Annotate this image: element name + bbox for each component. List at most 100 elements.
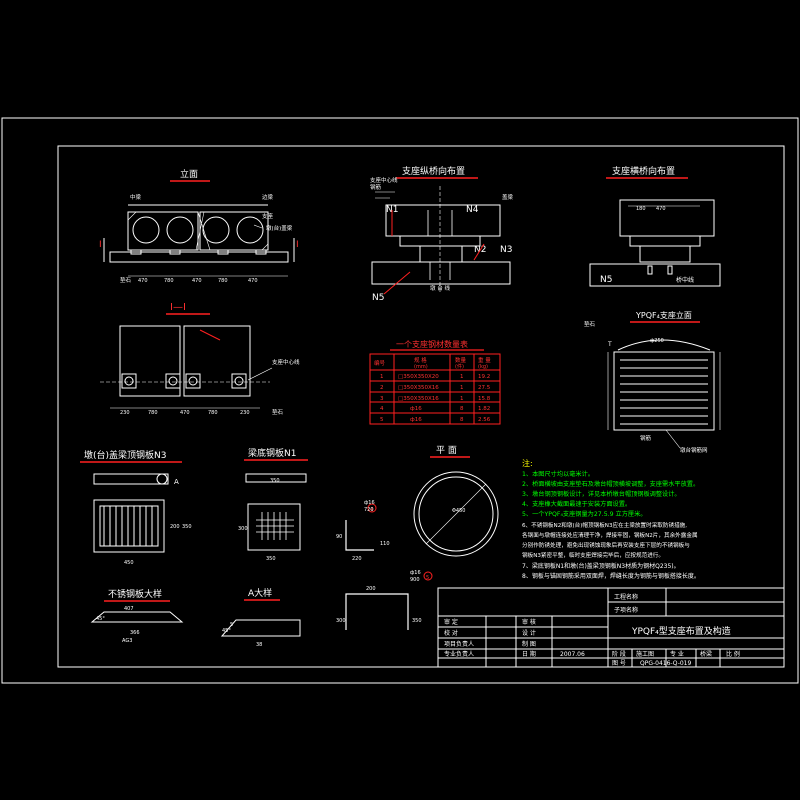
steel-table: 一个支座钢材数量表 编号 规 格 (mm) 数量 (件) 重 量 (kg) 1 … xyxy=(369,339,501,425)
svg-text:分别作防锈处理，避免出现锈蚀现象后再安装支座下层的不锈钢板与: 分别作防锈处理，避免出现锈蚀现象后再安装支座下层的不锈钢板与 xyxy=(522,541,690,549)
svg-text:制 图: 制 图 xyxy=(522,640,536,648)
svg-text:4: 4 xyxy=(380,406,384,412)
svg-text:支座中心线: 支座中心线 xyxy=(370,176,398,184)
pad-label: 垫石 xyxy=(120,276,132,284)
plate-n1-title: 梁底钢板N1 xyxy=(248,447,296,459)
table-title: 一个支座钢材数量表 xyxy=(396,339,468,349)
svg-text:1、本图尺寸均以毫米计。: 1、本图尺寸均以毫米计。 xyxy=(522,470,594,478)
marker-n4: N4 xyxy=(466,205,479,215)
svg-text:407: 407 xyxy=(124,606,134,612)
longitudinal-title: 支座纵桥向布置 xyxy=(402,165,465,177)
svg-text:支座中心线: 支座中心线 xyxy=(272,358,300,366)
svg-text:3、墩台钢顶钢板设计，详见本桥墩台帽顶钢板调整设计。: 3、墩台钢顶钢板设计，详见本桥墩台帽顶钢板调整设计。 xyxy=(522,490,681,498)
svg-text:720: 720 xyxy=(364,507,374,513)
svg-text:□350X350X16: □350X350X16 xyxy=(398,396,439,402)
drawing-title: YPQF₄型支座布置及构造 xyxy=(631,625,731,637)
svg-text:各钢面与墩帽连接处应清理干净，焊接牢固，钢板N2片，其余外露: 各钢面与墩帽连接处应清理干净，焊接牢固，钢板N2片，其余外露金属 xyxy=(522,531,698,539)
svg-text:阶 段: 阶 段 xyxy=(612,650,626,658)
svg-text:350: 350 xyxy=(182,524,192,530)
svg-text:5: 5 xyxy=(426,575,429,581)
svg-text:(件): (件) xyxy=(455,363,464,370)
svg-text:审 核: 审 核 xyxy=(522,618,536,626)
edge-beam-label: 边梁 xyxy=(262,193,274,201)
bearing-label: 支座 xyxy=(262,212,274,220)
svg-text:200: 200 xyxy=(366,586,376,592)
svg-text:□350X350X16: □350X350X16 xyxy=(398,385,439,391)
rebar-details: 4 ф16 720 90 220 110 5 ф16 900 200 300 3… xyxy=(336,500,433,630)
svg-text:1: 1 xyxy=(460,374,464,380)
svg-text:38: 38 xyxy=(256,642,262,648)
elevation-view: 立面 I I 中梁 边梁 支座 墩(台)盖梁 垫石 470 780 470 xyxy=(99,168,299,284)
svg-text:比 例: 比 例 xyxy=(726,650,740,658)
svg-text:3: 3 xyxy=(380,396,384,402)
outer-frame xyxy=(1,117,799,684)
svg-text:钢板N3紧密平整，临时支座焊接完毕后，应按规范进行。: 钢板N3紧密平整，临时支座焊接完毕后，应按规范进行。 xyxy=(522,551,664,559)
svg-text:45°: 45° xyxy=(96,616,105,622)
pier-label: 墩(台)盖梁 xyxy=(266,224,293,232)
svg-text:日 期: 日 期 xyxy=(522,650,536,658)
svg-text:重 量: 重 量 xyxy=(478,356,491,364)
svg-text:780: 780 xyxy=(218,278,228,284)
svg-text:780: 780 xyxy=(164,278,174,284)
svg-text:470: 470 xyxy=(248,278,258,284)
plate-n3-title: 墩(台)盖梁顶钢板N3 xyxy=(84,449,166,461)
svg-text:4、支座橡大截面最速于安装方面设置。: 4、支座橡大截面最速于安装方面设置。 xyxy=(522,500,631,508)
svg-text:6、不锈钢板N2和墩(台)帽顶钢板N3应在主梁放置时采取防锈: 6、不锈钢板N2和墩(台)帽顶钢板N3应在主梁放置时采取防锈措施, xyxy=(522,521,687,529)
svg-text:规 格: 规 格 xyxy=(414,356,427,364)
stainless-detail: 不锈钢板大样 407 45° 366 AG3 xyxy=(90,588,184,644)
svg-text:AG3: AG3 xyxy=(122,638,132,644)
svg-text:校 对: 校 对 xyxy=(444,629,458,637)
svg-text:230: 230 xyxy=(240,410,250,416)
section-mark-right: I xyxy=(296,240,299,250)
notes-heading: 注: xyxy=(522,458,533,468)
marker-n3: N3 xyxy=(500,245,512,255)
transverse-title: 支座横桥向布置 xyxy=(612,165,675,177)
svg-text:110: 110 xyxy=(380,541,390,547)
ypqf-title: YPQF₄支座立面 xyxy=(635,310,692,320)
svg-text:350: 350 xyxy=(270,478,280,484)
svg-text:4: 4 xyxy=(370,507,373,513)
svg-text:8: 8 xyxy=(460,417,464,423)
notes: 注: 1、本图尺寸均以毫米计。 2、桥面横坡由支座垫石及墩台帽顶横坡调整，支座需… xyxy=(522,458,700,580)
svg-text:T: T xyxy=(607,341,612,348)
plate-n1: 梁底钢板N1 350 300 350 xyxy=(238,447,308,562)
plan-title: 平 面 xyxy=(436,445,457,456)
svg-text:27.5: 27.5 xyxy=(478,385,491,391)
svg-text:350: 350 xyxy=(412,618,422,624)
svg-text:墩台钢筋网: 墩台钢筋网 xyxy=(680,446,708,454)
svg-text:盖梁: 盖梁 xyxy=(502,193,514,201)
svg-text:ф250: ф250 xyxy=(650,338,664,344)
svg-text:300: 300 xyxy=(238,526,248,532)
marker-n5-b: N5 xyxy=(600,275,612,285)
svg-text:专 业: 专 业 xyxy=(670,650,684,658)
ypqf-elevation: YPQF₄支座立面 ф250 T 垫石 钢筋 墩台钢筋网 xyxy=(584,310,721,454)
svg-text:780: 780 xyxy=(208,410,218,416)
svg-text:(mm): (mm) xyxy=(414,364,428,370)
svg-text:470: 470 xyxy=(180,410,190,416)
svg-text:5: 5 xyxy=(230,622,233,628)
svg-text:90: 90 xyxy=(336,534,342,540)
svg-text:审 定: 审 定 xyxy=(444,618,458,626)
svg-text:366: 366 xyxy=(130,630,140,636)
detail-a: A大样 5 45° 38 xyxy=(220,587,301,648)
svg-text:230: 230 xyxy=(120,410,130,416)
svg-text:2、桥面横坡由支座垫石及墩台帽顶横坡调整，支座需水平放置。: 2、桥面横坡由支座垫石及墩台帽顶横坡调整，支座需水平放置。 xyxy=(522,480,699,488)
transverse-view: 支座横桥向布置 180 470 N5 桥中线 xyxy=(589,165,721,287)
title-block: 工程名称 子项名称 YPQF₄型支座布置及构造 审 定 审 核 校 对 设 计 … xyxy=(437,587,785,668)
svg-text:8、钢板与锚固钢筋采用双面焊，焊缝长度为钢筋与钢板搭接长度。: 8、钢板与锚固钢筋采用双面焊，焊缝长度为钢筋与钢板搭接长度。 xyxy=(522,572,700,580)
svg-text:ф16: ф16 xyxy=(410,570,421,576)
svg-text:施工图: 施工图 xyxy=(636,650,654,658)
svg-text:1: 1 xyxy=(460,396,464,402)
svg-text:钢筋: 钢筋 xyxy=(640,434,652,442)
svg-text:2: 2 xyxy=(380,385,384,391)
svg-text:180: 180 xyxy=(636,206,646,212)
svg-text:钢筋: 钢筋 xyxy=(370,183,382,191)
svg-text:设 计: 设 计 xyxy=(522,629,536,637)
elevation-title: 立面 xyxy=(180,168,198,180)
svg-text:墩 台 线: 墩 台 线 xyxy=(430,284,450,292)
detail-a-title: A大样 xyxy=(248,587,272,599)
svg-text:数量: 数量 xyxy=(455,356,467,364)
longitudinal-view: 支座纵桥向布置 支座中心线 钢筋 盖梁 墩 台 线 N1 N4 N2 N3 N5 xyxy=(370,165,514,303)
svg-text:ф16: ф16 xyxy=(364,500,375,506)
svg-text:2007.06: 2007.06 xyxy=(560,651,585,658)
